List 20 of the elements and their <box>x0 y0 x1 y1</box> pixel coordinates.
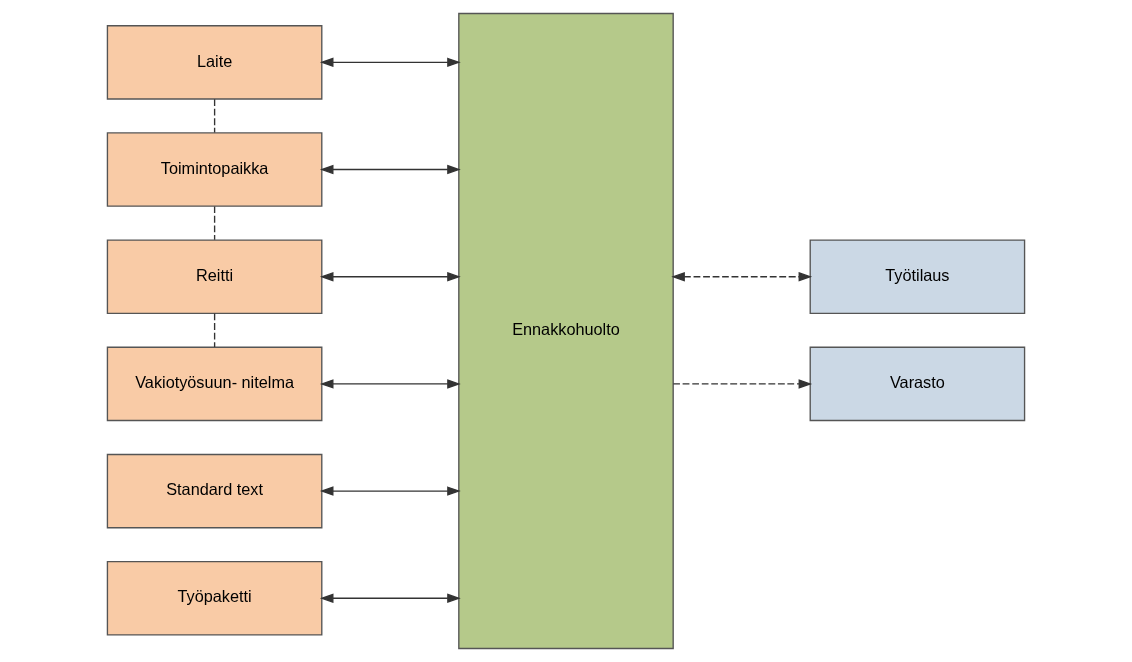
arrow <box>319 379 461 389</box>
node-box: Vakiotyösuun- nitelma <box>106 346 323 422</box>
node-box: Laite <box>106 25 323 100</box>
arrow <box>319 593 461 604</box>
node-box: Työpaketti <box>106 560 323 636</box>
node-box: Reitti <box>106 239 323 315</box>
node-box: Standard text <box>106 453 323 529</box>
arrow <box>671 271 813 282</box>
arrow <box>672 379 813 389</box>
arrow <box>319 57 461 68</box>
connector <box>213 205 216 241</box>
node-box: Ennakkohuolto <box>458 12 674 650</box>
node-box: Työtilaus <box>809 239 1026 315</box>
arrow <box>319 271 461 282</box>
connector <box>213 312 216 348</box>
connector <box>213 98 216 134</box>
arrow <box>319 164 461 175</box>
arrow <box>319 486 461 496</box>
node-box: Toimintopaikka <box>106 132 323 207</box>
node-box: Varasto <box>809 346 1026 422</box>
